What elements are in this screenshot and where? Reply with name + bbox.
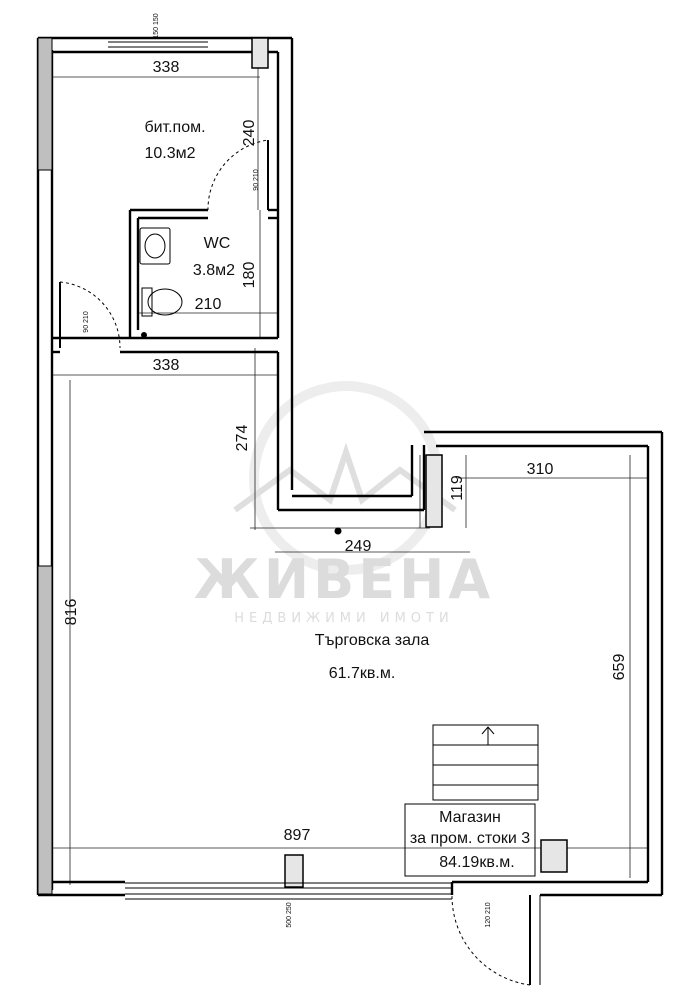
door-entrance-swing bbox=[451, 894, 531, 986]
watermark-brand: ЖИВЕНА bbox=[194, 548, 494, 611]
doors bbox=[59, 139, 541, 986]
dim-top-width: 338 bbox=[153, 59, 180, 76]
opening-door-utility: 90 210 bbox=[253, 169, 260, 191]
staircase bbox=[432, 724, 539, 801]
toilet bbox=[141, 287, 153, 317]
dim-middle-width: 338 bbox=[153, 357, 180, 374]
watermark-tagline: НЕДВИЖИМИ ИМОТИ bbox=[234, 611, 453, 626]
dim-bottom-width: 897 bbox=[284, 827, 311, 844]
door-utility-swing bbox=[207, 139, 269, 211]
store-description: за пром. стоки 3 bbox=[410, 830, 530, 847]
sales-hall-area: 61.7кв.м. bbox=[329, 665, 396, 682]
utility-area: 10.3м2 bbox=[144, 145, 195, 162]
utility-name: бит.пом. bbox=[144, 119, 205, 136]
watermark-roof-icon bbox=[233, 442, 457, 513]
dim-left-height: 816 bbox=[63, 599, 80, 626]
dim-wc-width: 210 bbox=[195, 296, 222, 313]
watermark: ЖИВЕНА НЕДВИЖИМИ ИМОТИ bbox=[194, 381, 494, 626]
wc-area: 3.8м2 bbox=[193, 262, 235, 279]
dim-notch-width: 249 bbox=[345, 538, 372, 555]
door-left-swing bbox=[59, 281, 121, 349]
opening-door-entrance: 120 210 bbox=[485, 902, 492, 927]
wc-name: WC bbox=[204, 235, 231, 252]
dim-right-small-height: 119 bbox=[449, 475, 466, 501]
sink bbox=[139, 227, 171, 265]
column-top bbox=[251, 37, 269, 69]
opening-bottom-window: 500 250 bbox=[286, 902, 293, 927]
store-label-box bbox=[404, 803, 536, 877]
store-name: Магазин bbox=[439, 809, 501, 826]
column-notch bbox=[425, 454, 443, 528]
store-area: 84.19кв.м. bbox=[439, 854, 514, 871]
wall-hatch-segments bbox=[37, 37, 53, 895]
dim-notch-height: 274 bbox=[234, 425, 251, 452]
opening-door-left: 90 210 bbox=[83, 311, 90, 333]
fixtures bbox=[139, 227, 539, 877]
walls bbox=[36, 36, 664, 897]
dim-utility-height: 240 bbox=[241, 120, 258, 147]
column-bottom bbox=[284, 854, 304, 888]
dim-wc-height: 180 bbox=[241, 262, 258, 289]
sales-hall-name: Търговска зала bbox=[315, 632, 430, 649]
opening-top-window: 150 150 bbox=[153, 13, 160, 38]
column-right bbox=[540, 839, 568, 873]
windows bbox=[108, 37, 452, 900]
dim-right-top-width: 310 bbox=[527, 461, 554, 478]
dimension-lines bbox=[40, 55, 648, 885]
dim-right-height: 659 bbox=[611, 654, 628, 681]
columns bbox=[251, 37, 568, 888]
